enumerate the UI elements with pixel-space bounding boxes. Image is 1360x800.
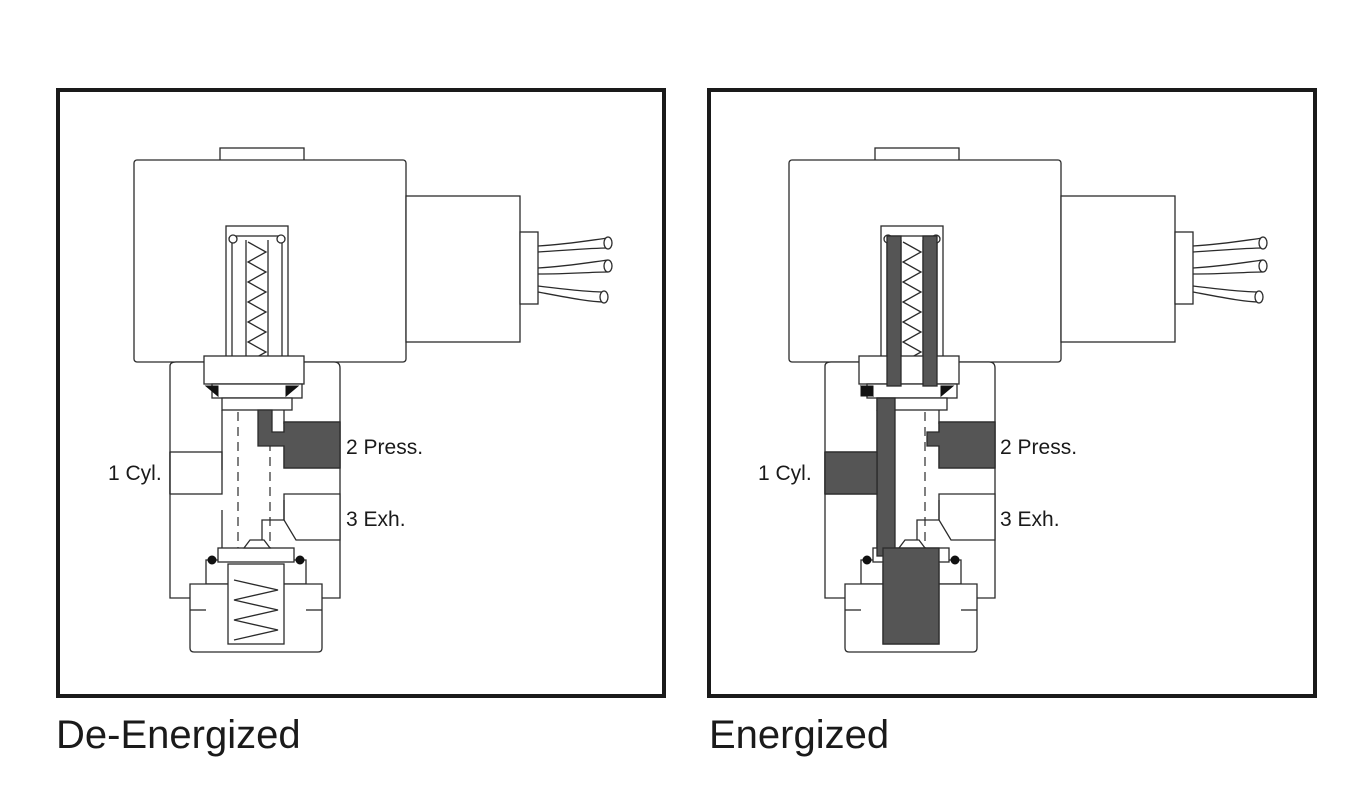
caption-right: Energized	[709, 713, 889, 757]
frame-left	[56, 88, 666, 698]
port-1-label-left: 1 Cyl.	[108, 462, 162, 485]
port-3-label-right: 3 Exh.	[1000, 508, 1060, 531]
port-2-label-left: 2 Press.	[346, 436, 423, 459]
valve-de-energized	[133, 147, 613, 653]
panel-de-energized: 1 Cyl. 2 Press. 3 Exh. De-Energized	[56, 88, 666, 757]
port-2-label-right: 2 Press.	[1000, 436, 1077, 459]
valve-energized	[788, 147, 1268, 653]
panel-energized: 1 Cyl. 2 Press. 3 Exh. Energized	[707, 88, 1317, 757]
port-3-label-left: 3 Exh.	[346, 508, 406, 531]
caption-left: De-Energized	[56, 713, 301, 757]
port-1-label-right: 1 Cyl.	[758, 462, 812, 485]
frame-right	[707, 88, 1317, 698]
